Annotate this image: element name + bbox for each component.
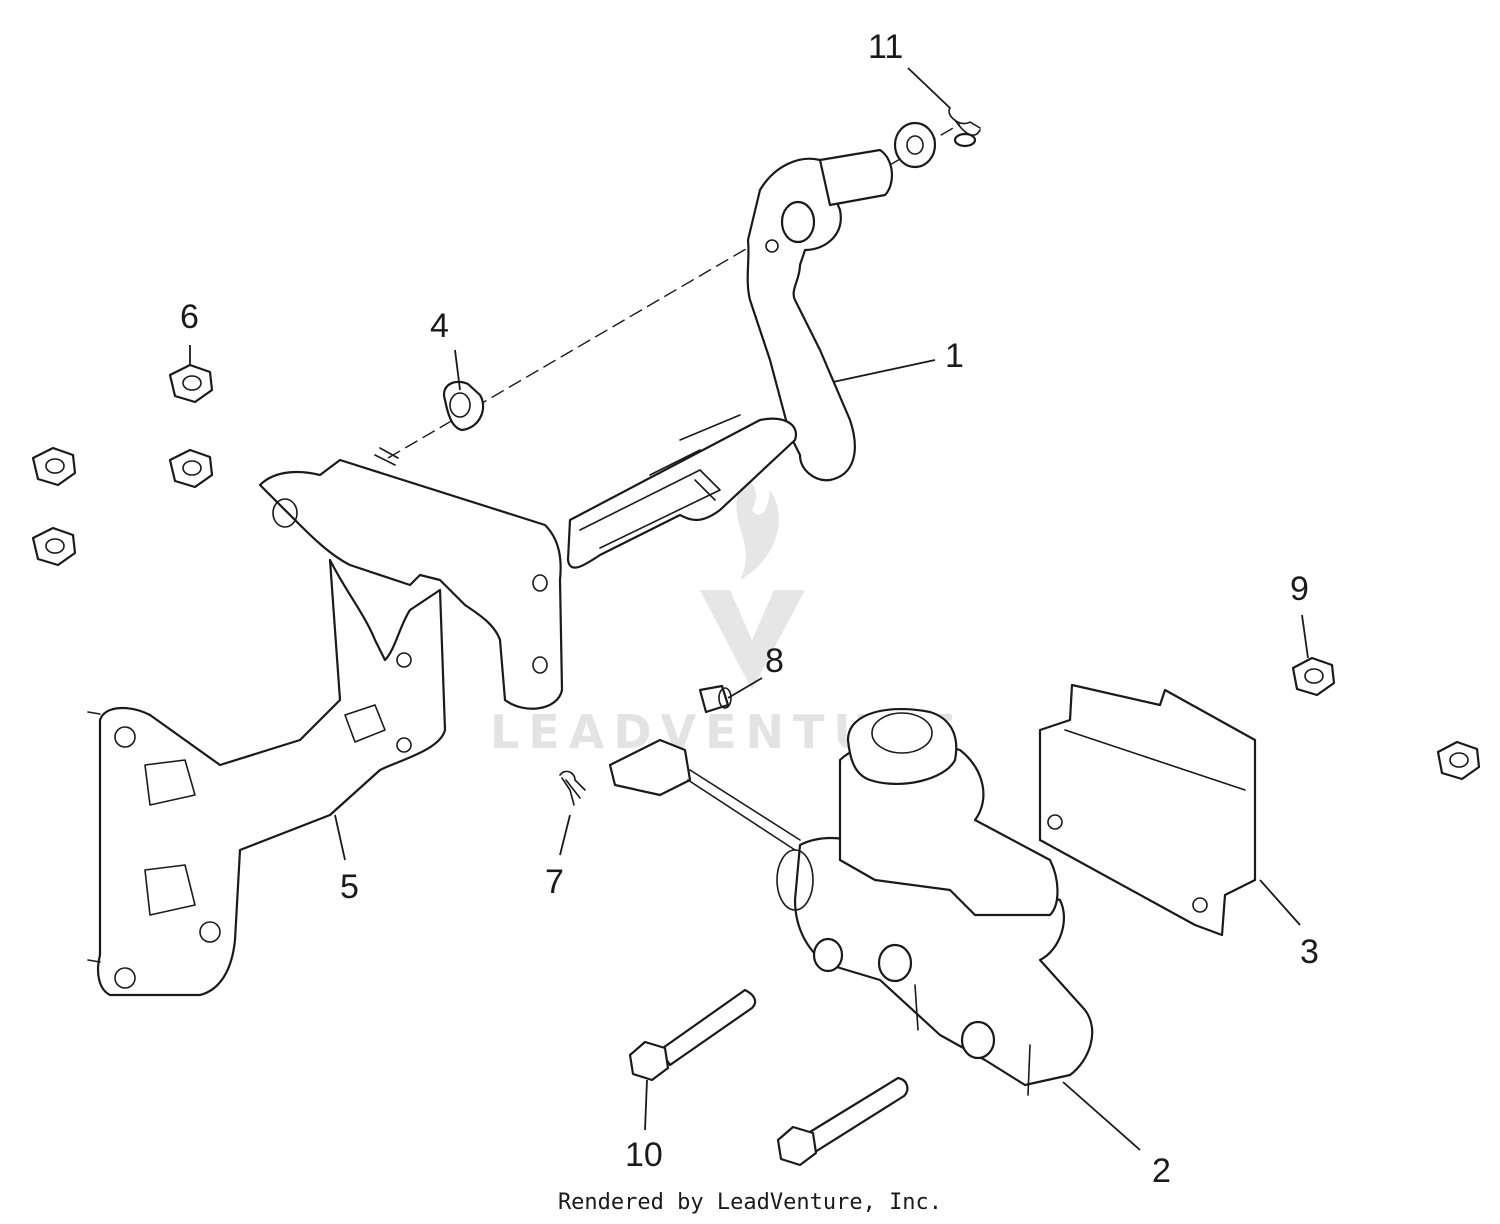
callout-11: 11 bbox=[868, 28, 903, 66]
part-flange-nut-9b[interactable] bbox=[1436, 740, 1481, 781]
part-flange-nut-9a[interactable] bbox=[1291, 656, 1336, 697]
part-mounting-bracket[interactable] bbox=[87, 447, 564, 997]
part-flange-nut-6d[interactable] bbox=[31, 526, 77, 567]
callout-5: 5 bbox=[340, 868, 359, 906]
part-flange-nut-6c[interactable] bbox=[168, 448, 214, 489]
leader-lines bbox=[189, 67, 1309, 1151]
callout-1: 1 bbox=[945, 337, 964, 375]
part-bolt-10b[interactable] bbox=[776, 1076, 909, 1167]
part-clip[interactable] bbox=[948, 107, 981, 148]
part-flange-nut-6a[interactable] bbox=[168, 363, 214, 404]
part-bushing-upper[interactable] bbox=[893, 121, 937, 169]
callout-6: 6 bbox=[180, 298, 199, 336]
part-brake-pedal[interactable] bbox=[566, 148, 893, 569]
callout-7: 7 bbox=[545, 863, 564, 901]
part-bushing-4[interactable] bbox=[442, 380, 485, 432]
part-shield-plate[interactable] bbox=[1038, 683, 1257, 937]
callout-8: 8 bbox=[765, 642, 784, 680]
rendered-by-footer: Rendered by LeadVenture, Inc. bbox=[557, 1190, 943, 1215]
callout-3: 3 bbox=[1300, 933, 1319, 971]
callout-9: 9 bbox=[1290, 570, 1309, 608]
callouts: 1 2 3 4 5 6 7 8 9 10 11 bbox=[180, 28, 1319, 1190]
part-master-cylinder[interactable] bbox=[608, 708, 1094, 1096]
part-flange-nut-6b[interactable] bbox=[31, 446, 77, 487]
callout-4: 4 bbox=[430, 307, 449, 345]
callout-2: 2 bbox=[1152, 1152, 1171, 1190]
part-clevis-pin[interactable] bbox=[698, 684, 732, 714]
callout-10: 10 bbox=[625, 1136, 663, 1174]
part-bolt-10a[interactable] bbox=[628, 988, 757, 1082]
part-cotter-pin[interactable] bbox=[559, 770, 586, 806]
